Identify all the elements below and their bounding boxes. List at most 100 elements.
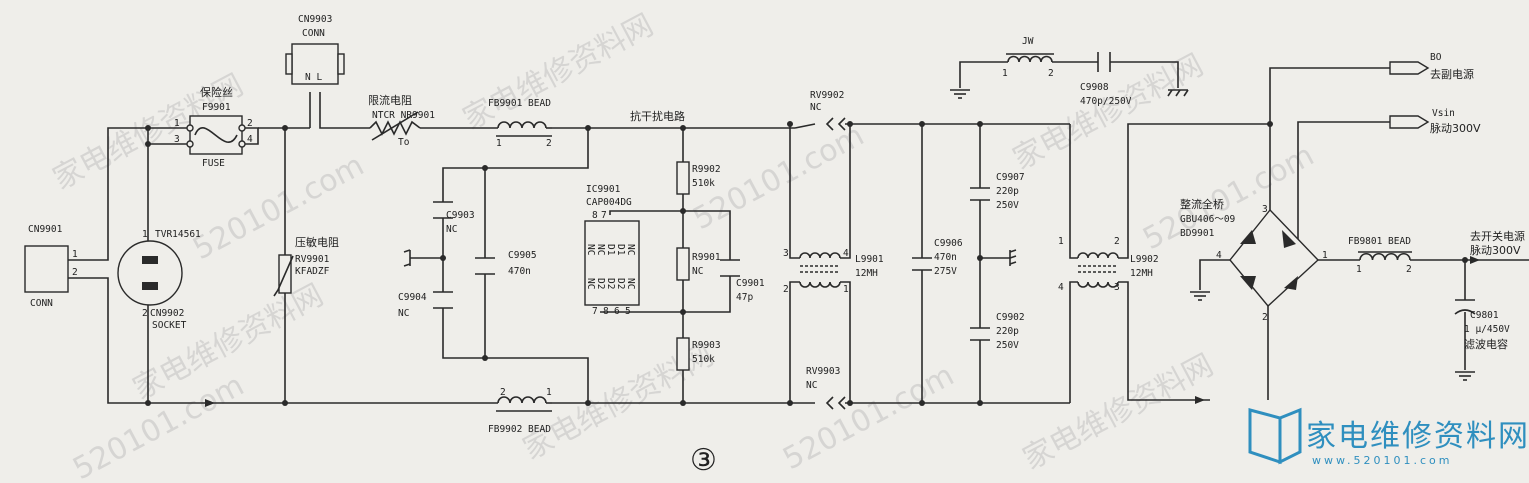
schematic-label: Vsin [1432,108,1455,119]
schematic-label: IC9901 [586,184,621,195]
schematic-label: 510k [692,178,715,189]
schematic-label: 1 [174,118,180,129]
schematic-label: 2 [72,267,78,278]
schematic-label: CONN [302,28,325,39]
schematic-label: 1 [1322,250,1328,261]
schematic-label: 7 [592,306,598,317]
schematic-label: 脉动300V [1430,121,1481,135]
schematic-label: 250V [996,200,1019,211]
schematic-label: 1 [1356,264,1362,275]
schematic-label: NC [585,244,596,255]
ntc-nr9901: 限流电阻 NTCR NR9901 To [368,93,435,148]
schematic-label: C9903 [446,210,475,221]
schematic-label: C9902 [996,312,1025,323]
schematic-label: NC [806,380,817,391]
fuse-f9901: 保险丝 F9901 FUSE 1 3 2 4 [174,85,253,169]
schematic-label: 2 [783,284,789,295]
bead-fb9801: FB9801 BEAD 1 2 去开关电源 脉动300V [1348,229,1525,275]
schematic-label: 12MH [855,268,878,279]
schematic-label: N L [305,72,322,83]
schematic-label: 6 [614,306,620,317]
cn9903-connector: CN9903 CONN N L [285,14,345,85]
schematic-label: 1 [843,284,849,295]
schematic-label: 12MH [1130,268,1153,279]
schematic-label: R9903 [692,340,721,351]
schematic-label: RV9903 [806,366,840,377]
schematic-label: 4 [1216,250,1222,261]
schematic-label: 2 [500,387,506,398]
schematic-label: 1 [546,387,552,398]
schematic-label: C9904 [398,292,427,303]
schematic-label: 3 [1114,282,1120,293]
schematic-label: 家电维修资料网 [1306,419,1529,454]
schematic-label: 250V [996,340,1019,351]
output-flags: BO 去副电源 Vsin 脉动300V [1389,52,1481,135]
schematic-label: CN9903 [298,14,332,25]
schematic-label: NC [810,102,821,113]
schematic-label: 1 [1058,236,1064,247]
schematic-label: NC [585,278,596,289]
schematic-label: 510k [692,354,715,365]
schematic-label: 滤波电容 [1464,337,1508,351]
schematic-label: 2 [1406,264,1412,275]
schematic-label: 去副电源 [1430,67,1474,81]
schematic-label: 1 [72,249,78,260]
schematic-label: 限流电阻 [368,93,412,107]
schematic-label: 2 [142,308,148,319]
schematic-label: FUSE [202,158,225,169]
schematic-label: 整流全桥 [1180,197,1224,211]
schematic-label: RV9901 [295,254,330,265]
schematic-label: C9901 [736,278,765,289]
schematic-label: 3 [1262,204,1268,215]
schematic-label: 4 [247,134,253,145]
schematic-label: 275V [934,266,957,277]
schematic-label: 2 [1048,68,1054,79]
schematic-label: D1 [615,244,626,256]
schematic-label: 47p [736,292,753,303]
schematic-label: 8 [603,306,609,317]
schematic-label: NC [446,224,457,235]
schematic-label: JW [1022,36,1034,47]
schematic-label: 2 [247,118,253,129]
schematic-label: FB9801 BEAD [1348,236,1411,247]
schematic-label: 470n [508,266,531,277]
schematic-label: BD9901 [1180,228,1215,239]
schematic-label: R9902 [692,164,721,175]
schematic-label: NC [625,244,636,255]
varistor-rv9901: 压敏电阻 RV9901 KFADZF [273,235,339,297]
schematic-label: NC [692,266,703,277]
schematic-label: 家电维修资料网 [1017,348,1219,477]
schematic-label: NC [595,244,606,255]
schematic-label: www.520101.com [1312,454,1452,467]
site-logo: 家电维修资料网 www.520101.com [1248,407,1529,467]
resistors-r9901-r9903: R9902 510k R9901 NC R9903 510k C9901 47p [676,161,765,371]
schematic-label: CN9901 [28,224,63,235]
schematic-label: RV9902 [810,90,844,101]
x-y-capacitors: C9906 470n 275V C9907 220p 250V C9902 22… [912,172,1025,351]
schematic-label: 脉动300V [1470,243,1521,257]
bead-fb9902: FB9902 BEAD 2 1 [488,387,552,435]
schematic-label: D2 [595,278,606,289]
schematic-label: NTCR NR9901 [372,110,435,121]
schematic-label: C9906 [934,238,963,249]
schematic-label: 1 μ/450V [1464,324,1510,335]
figure-number: ③ [690,443,717,478]
schematic-label: 2 [1114,236,1120,247]
schematic-label: 7 [601,210,607,221]
wiring [100,61,1529,404]
schematic-label: CAP004DG [586,197,632,208]
bead-fb9901: FB9901 BEAD 1 2 [488,98,552,149]
schematic-label: 3 [783,248,789,259]
schematic-label: 压敏电阻 [295,235,339,249]
schematic-label: BO [1430,52,1442,63]
schematic-label: D2 [615,278,626,289]
schematic-label: 家电维修资料网 [1007,48,1209,177]
schematic-label: 1 [1002,68,1008,79]
schematic-label: NC [398,308,409,319]
schematic-label: C9905 [508,250,537,261]
emi-label: 抗干扰电路 [630,109,685,123]
bridge-bd9901: 整流全桥 GBU406～09 BD9901 3 4 1 2 [1180,197,1328,323]
schematic-label: D1 [605,244,616,256]
schematic-label: 520101.com [777,358,960,477]
